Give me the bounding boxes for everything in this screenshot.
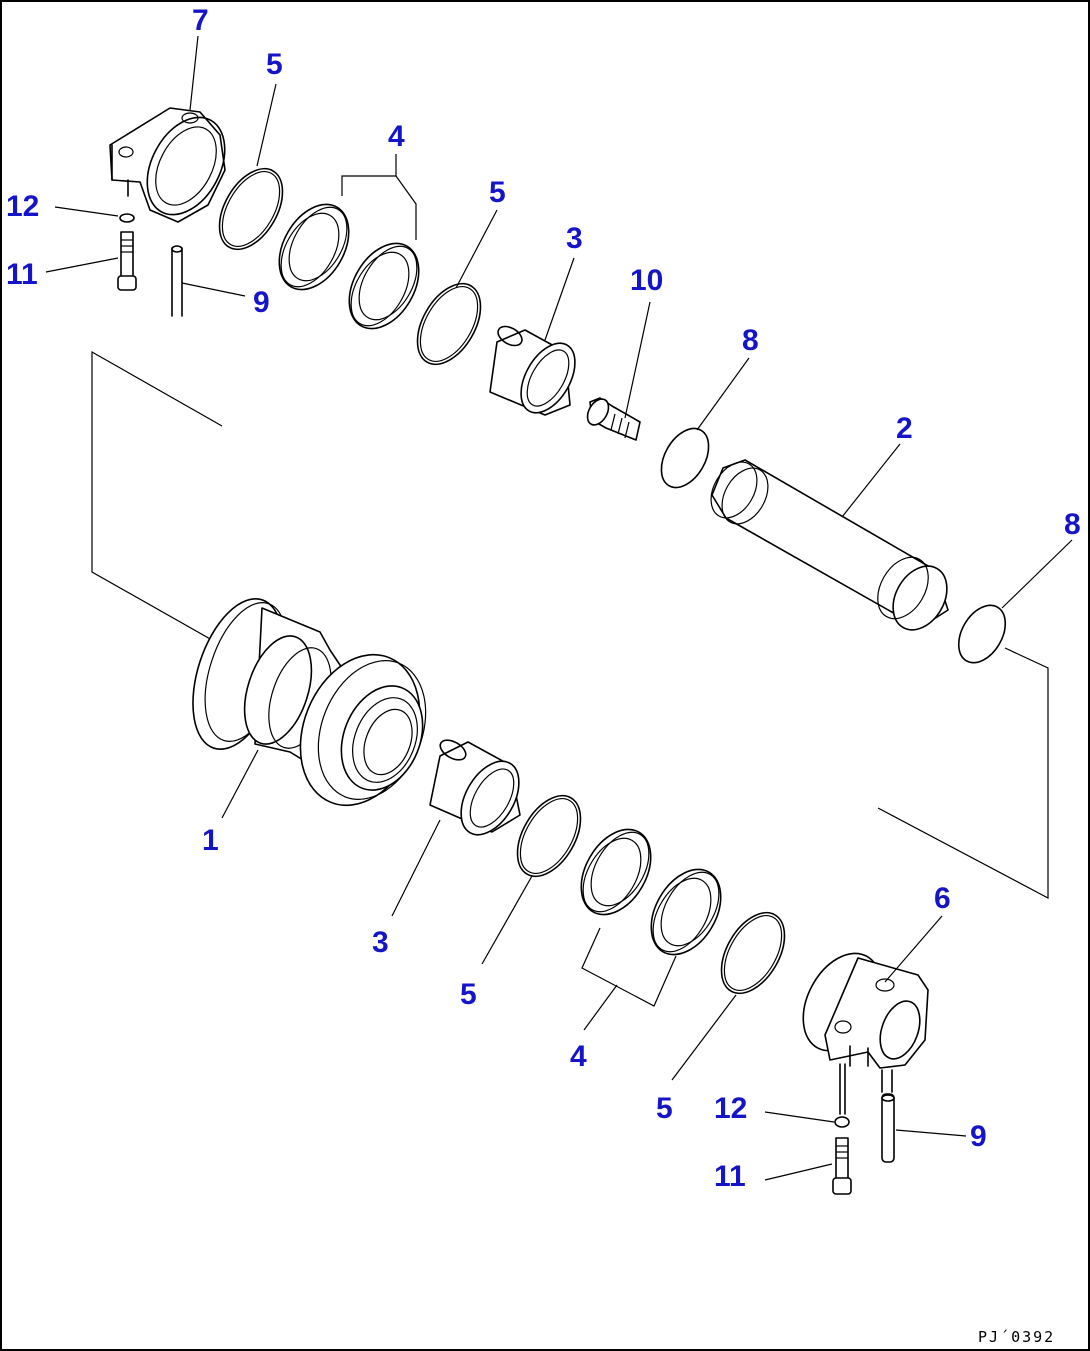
part-5-oring-top (218, 167, 284, 251)
callout-7: 7 (192, 4, 209, 37)
callout-5-top: 5 (266, 48, 283, 81)
callout-8-upper: 8 (742, 324, 759, 357)
part-2-shaft (710, 459, 949, 631)
callout-5-lower-2: 5 (656, 1092, 673, 1125)
part-3-bushing-top (489, 325, 576, 416)
part-5-oring-lower-2 (720, 911, 786, 995)
part-9-pin-lower (881, 1069, 895, 1163)
part-4-seal-top-b (348, 242, 420, 330)
part-11-bolt-lower (832, 1137, 852, 1195)
part-11-bolt-top (117, 231, 137, 291)
callout-5-lower: 5 (460, 978, 477, 1011)
part-5-oring-lower (516, 794, 582, 878)
part-4-seal-top-a (278, 203, 350, 291)
part-10-plug (586, 397, 641, 441)
callout-8-right: 8 (1064, 508, 1081, 541)
callout-6: 6 (934, 882, 951, 915)
part-8-oring-upper (660, 427, 710, 489)
part-9-pin-top (171, 245, 183, 317)
callout-3-lower: 3 (372, 926, 389, 959)
drawing-code: PJ´0392 (978, 1328, 1055, 1346)
callout-1: 1 (202, 824, 219, 857)
callout-2: 2 (896, 412, 913, 445)
callout-9-lower: 9 (970, 1120, 987, 1153)
callout-12-top: 12 (6, 190, 39, 223)
callout-5-top-2: 5 (489, 176, 506, 209)
callout-10: 10 (630, 264, 663, 297)
callout-9-top: 9 (253, 286, 270, 319)
callout-labels: 7 5 4 12 11 9 5 3 10 8 2 8 1 3 5 4 5 6 1… (6, 4, 1081, 1193)
part-1-roller (192, 597, 427, 807)
assembly-guide-lines (91, 350, 1049, 899)
part-12-washer-top (119, 213, 135, 223)
callout-4-top: 4 (388, 120, 405, 153)
part-12-washer-lower (834, 1063, 850, 1128)
part-4-seal-lower-a (580, 828, 652, 916)
leader-lines (45, 35, 1073, 1181)
part-5-oring-top-2 (416, 282, 482, 366)
callout-4-lower: 4 (570, 1040, 587, 1073)
callout-3-top: 3 (566, 222, 583, 255)
part-7-housing (109, 107, 226, 223)
part-8-oring-right (957, 604, 1007, 664)
callout-11-top: 11 (6, 258, 38, 291)
part-4-seal-lower-b (650, 868, 722, 956)
callout-12-lower: 12 (714, 1092, 747, 1125)
part-6-housing (802, 952, 929, 1069)
callout-11-lower: 11 (714, 1160, 746, 1193)
part-3-bushing-lower (429, 739, 521, 836)
